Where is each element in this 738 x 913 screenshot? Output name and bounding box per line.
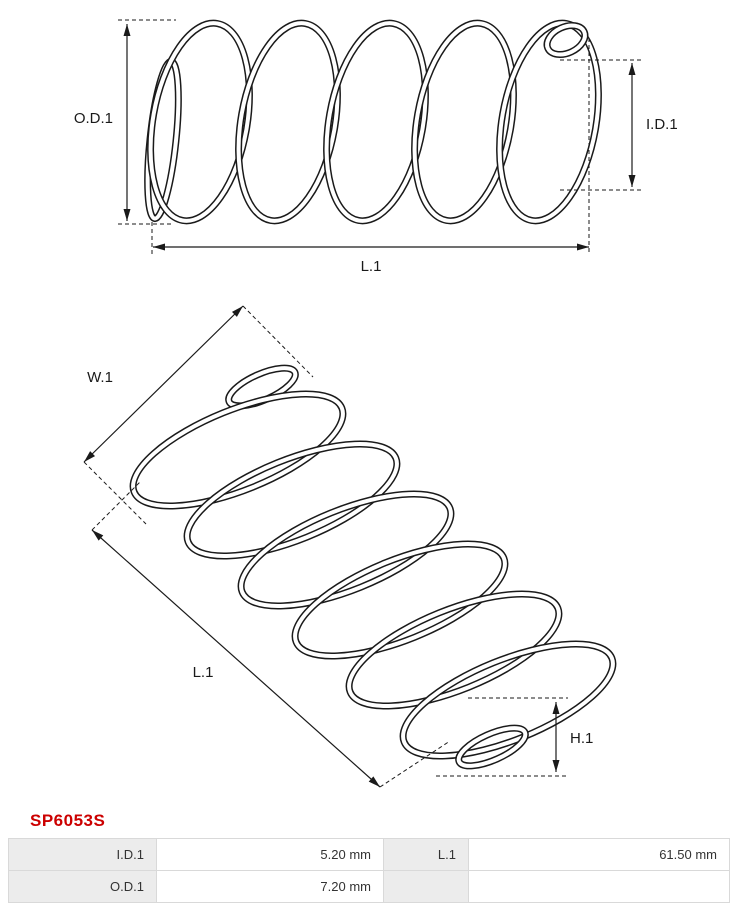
width-dimension: W.1 (83, 305, 314, 525)
part-number: SP6053S (30, 811, 106, 830)
arrowhead (92, 530, 104, 541)
od-dimension: O.D.1 (74, 19, 176, 225)
dimension-line (83, 305, 244, 463)
arrowhead (123, 209, 131, 221)
extension-line (91, 480, 142, 531)
arrowhead (552, 702, 560, 714)
id-dimension-label: I.D.1 (646, 116, 678, 133)
width-dimension-label: W.1 (87, 369, 113, 386)
spring-iso-view (119, 360, 627, 779)
spec-value-cell: 61.50 mm (469, 839, 729, 870)
spec-table: I.D.1 5.20 mm L.1 61.50 mm O.D.1 7.20 mm (8, 838, 730, 903)
extension-line (379, 740, 451, 788)
length-dimension-label: L.1 (361, 258, 382, 275)
spring-side-view (136, 15, 612, 228)
arrowhead (153, 243, 165, 251)
spec-value-cell: 5.20 mm (157, 839, 383, 870)
length-dimension: L.1 (151, 38, 590, 275)
spec-label-cell: I.D.1 (9, 839, 156, 870)
spec-label-cell (384, 871, 468, 902)
od-dimension-label: O.D.1 (74, 110, 113, 127)
spec-label-cell: O.D.1 (9, 871, 156, 902)
extension-line (83, 461, 147, 525)
arrowhead (123, 24, 131, 36)
iso-length-dimension: L.1 (91, 480, 451, 788)
spring-iso-view-diagram: W.1 L.1 H.1 (83, 305, 738, 788)
spring-side-view-diagram: O.D.1 I.D.1 L.1 (74, 0, 678, 275)
arrowhead (368, 776, 380, 787)
arrowhead (628, 175, 636, 187)
spec-value-cell: 7.20 mm (157, 871, 383, 902)
arrowhead (577, 243, 589, 251)
spec-value-cell (469, 871, 729, 902)
arrowhead (552, 760, 560, 772)
dimension-line (91, 529, 381, 788)
arrowhead (628, 63, 636, 75)
extension-line (242, 305, 314, 378)
arrowhead (84, 451, 96, 462)
height-dimension-label: H.1 (570, 730, 593, 747)
height-dimension: H.1 (436, 697, 593, 777)
id-dimension: I.D.1 (560, 59, 678, 191)
iso-length-dimension-label: L.1 (193, 664, 214, 681)
spec-label-cell: L.1 (384, 839, 468, 870)
arrowhead (231, 306, 243, 317)
